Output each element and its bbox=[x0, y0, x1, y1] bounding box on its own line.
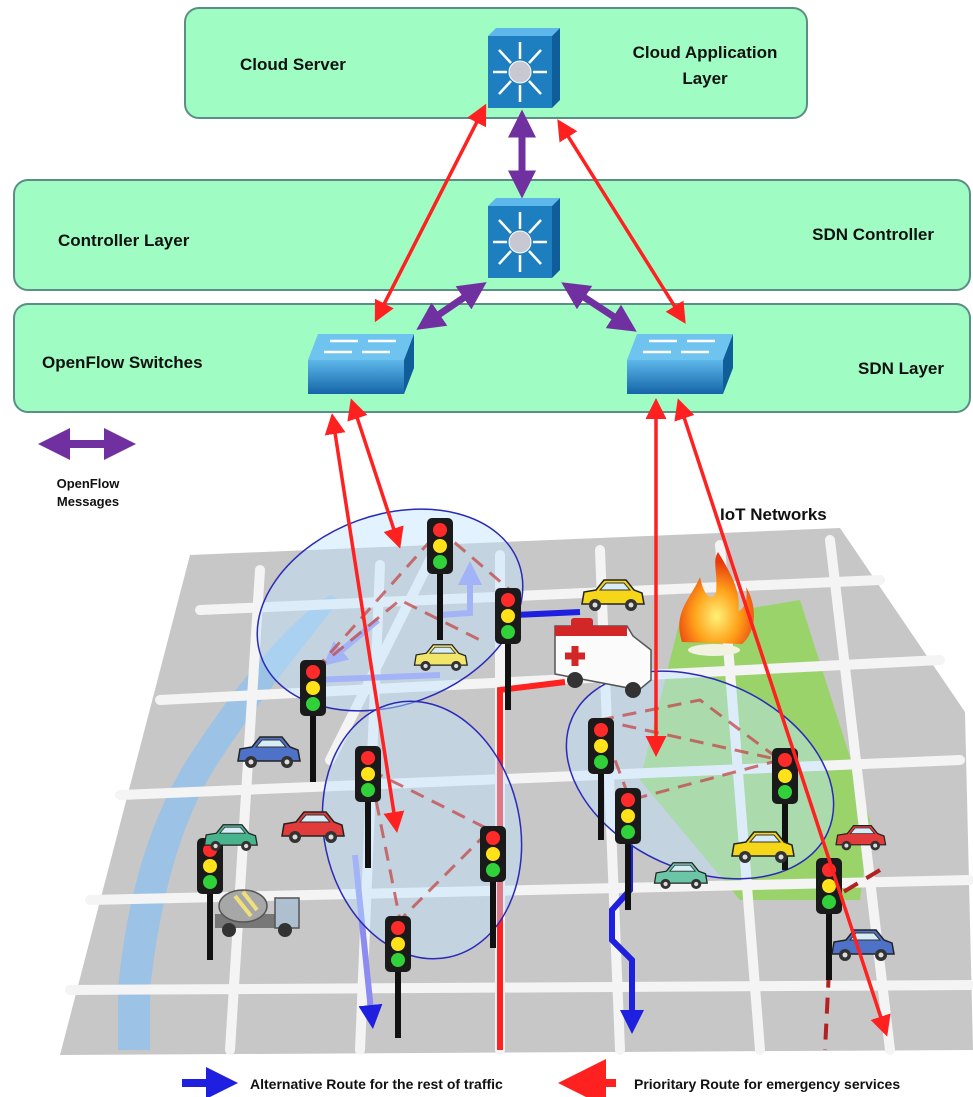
sdn-layer-box: OpenFlow Switches SDN Layer bbox=[13, 303, 971, 413]
priority-route-legend-label: Prioritary Route for emergency services bbox=[634, 1076, 900, 1092]
cloud-layer-label: Layer bbox=[682, 69, 728, 88]
cement-truck-icon bbox=[215, 889, 300, 937]
openflow-legend-line2: Messages bbox=[57, 494, 119, 509]
openflow-legend-line1: OpenFlow bbox=[57, 476, 121, 491]
priority-route-arrows bbox=[324, 103, 891, 1037]
river bbox=[118, 595, 340, 1050]
alternative-route-legend-label: Alternative Route for the rest of traffi… bbox=[250, 1076, 503, 1092]
priority-route-map bbox=[497, 679, 566, 1050]
sdn-controller-label: SDN Controller bbox=[812, 225, 934, 244]
openflow-switch-icon bbox=[308, 334, 414, 394]
openflow-legend: OpenFlow Messages bbox=[38, 428, 136, 509]
ambulance-icon bbox=[554, 618, 652, 698]
cloud-application-label: Cloud Application bbox=[633, 43, 778, 62]
multilayer-switch-icon bbox=[488, 198, 560, 278]
iot-networks-label: IoT Networks bbox=[720, 505, 827, 524]
sdn-layer-label: SDN Layer bbox=[858, 359, 944, 378]
openflow-switches-label: OpenFlow Switches bbox=[42, 353, 203, 372]
multilayer-switch-icon bbox=[488, 28, 560, 108]
openflow-switch-icon bbox=[627, 334, 733, 394]
cloud-server-label: Cloud Server bbox=[240, 55, 346, 74]
controller-layer-label: Controller Layer bbox=[58, 231, 190, 250]
bottom-legend: Alternative Route for the rest of traffi… bbox=[182, 1059, 900, 1097]
